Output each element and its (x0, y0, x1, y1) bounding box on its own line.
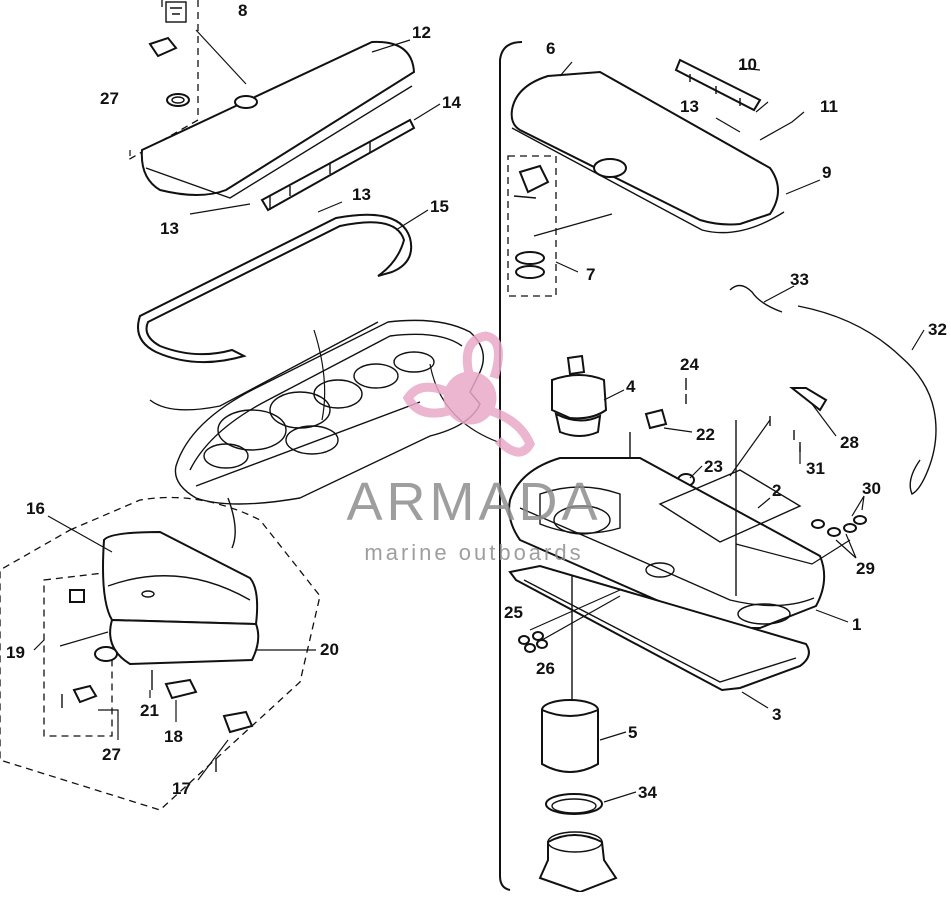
callout-25: 25 (504, 603, 523, 622)
callout-16: 16 (26, 499, 45, 518)
callout-28: 28 (840, 433, 859, 452)
callout-8: 8 (238, 1, 247, 20)
housing-assembly (499, 41, 937, 894)
lid-front-assembly (127, 0, 441, 411)
watermark: ARMADA marine outboards (346, 331, 601, 565)
callout-3: 3 (772, 705, 781, 724)
callout-30: 30 (862, 479, 881, 498)
callout-33: 33 (790, 270, 809, 289)
callout-13: 13 (160, 219, 179, 238)
callout-20: 20 (320, 640, 339, 659)
callout-22: 22 (696, 425, 715, 444)
callout-27: 27 (100, 89, 119, 108)
callout-27: 27 (102, 745, 121, 764)
callout-24: 24 (680, 355, 699, 374)
callout-6: 6 (546, 39, 555, 58)
callout-5: 5 (628, 723, 637, 742)
callout-13: 13 (680, 97, 699, 116)
callout-13: 13 (352, 185, 371, 204)
callout-31: 31 (806, 459, 825, 478)
callout-10: 10 (738, 55, 757, 74)
callout-17: 17 (172, 779, 191, 798)
callout-1: 1 (852, 615, 861, 634)
callout-14: 14 (442, 93, 461, 112)
callout-26: 26 (536, 659, 555, 678)
callout-labels: 8 12 27 14 13 13 15 6 10 13 11 9 7 33 32… (6, 1, 947, 802)
callout-21: 21 (140, 701, 159, 720)
lid-rear-assembly (0, 496, 321, 811)
watermark-title: ARMADA (346, 472, 601, 532)
callout-2: 2 (772, 481, 781, 500)
callout-19: 19 (6, 643, 25, 662)
watermark-subtitle: marine outboards (364, 540, 583, 565)
callout-34: 34 (638, 783, 657, 802)
callout-15: 15 (430, 197, 449, 216)
callout-12: 12 (412, 23, 431, 42)
callout-18: 18 (164, 727, 183, 746)
callout-11: 11 (820, 97, 838, 116)
callout-9: 9 (822, 163, 831, 182)
propeller-hub (452, 380, 488, 416)
callout-32: 32 (928, 320, 947, 339)
callout-23: 23 (704, 457, 723, 476)
callout-7: 7 (586, 265, 595, 284)
propeller-logo-icon (402, 331, 535, 457)
callout-29: 29 (856, 559, 875, 578)
boat-illustration (174, 319, 499, 549)
callout-4: 4 (626, 377, 636, 396)
